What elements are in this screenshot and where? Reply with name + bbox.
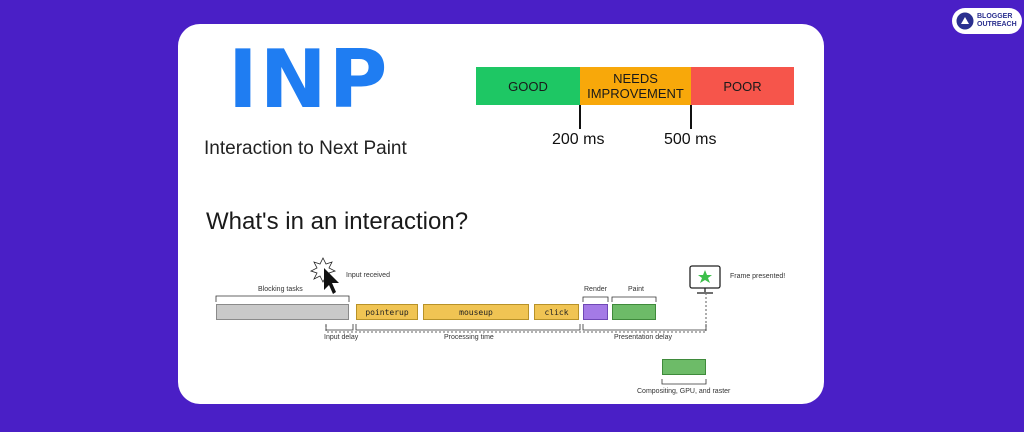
brace-blocking-tasks [215,295,350,302]
blocking-tasks-block [216,304,349,320]
scale-segment-good: GOOD [476,67,580,105]
label-render: Render [584,286,607,293]
mouseup-block: mouseup [423,304,529,320]
pointerup-label: pointerup [365,307,409,317]
page-title: INP [228,33,390,126]
inp-card: INP Interaction to Next Paint GOOD NEEDS… [178,24,824,404]
scale-label-poor: POOR [723,78,762,94]
timeline-connector [325,294,707,333]
brand-logo-text: BLOGGER OUTREACH [977,13,1017,29]
logo-line1: BLOGGER [977,13,1013,20]
diagram-connectors [215,257,721,385]
label-presentation-delay: Presentation delay [614,334,672,341]
threshold-tick-200 [579,105,581,129]
scale-label-good: GOOD [508,78,548,94]
brace-presentation-delay [582,324,707,331]
threshold-tick-500 [690,105,692,129]
scale-segment-poor: POOR [691,67,794,105]
label-compositing: Compositing, GPU, and raster [637,388,731,395]
brand-logo-icon [956,12,974,30]
label-input-received: Input received [346,272,390,279]
brace-input-delay [325,324,354,331]
brace-processing-time [355,324,581,331]
page-subtitle: Interaction to Next Paint [204,138,407,159]
brand-logo: BLOGGER OUTREACH [952,8,1022,34]
mouseup-label: mouseup [459,307,493,317]
scale-segment-needs-improvement: NEEDS IMPROVEMENT [580,67,691,105]
label-frame-presented: Frame presented! [730,273,786,280]
render-block [583,304,608,320]
section-heading: What's in an interaction? [206,208,469,235]
label-paint: Paint [628,286,644,293]
click-label: click [544,307,569,317]
label-input-delay: Input delay [324,334,359,341]
cursor-icon [309,257,339,294]
scale-label-needs-improvement: NEEDS IMPROVEMENT [587,71,684,101]
compositing-block [662,359,706,375]
logo-line2: OUTREACH [977,21,1017,28]
monitor-icon [689,265,721,294]
label-blocking-tasks: Blocking tasks [258,286,303,293]
brace-render [582,296,609,302]
brace-compositing [661,379,707,385]
pointerup-block: pointerup [356,304,418,320]
click-block: click [534,304,579,320]
threshold-label-500: 500 ms [664,131,717,148]
label-processing-time: Processing time [444,334,494,341]
threshold-label-200: 200 ms [552,131,605,148]
brace-paint [611,296,657,302]
paint-block [612,304,656,320]
